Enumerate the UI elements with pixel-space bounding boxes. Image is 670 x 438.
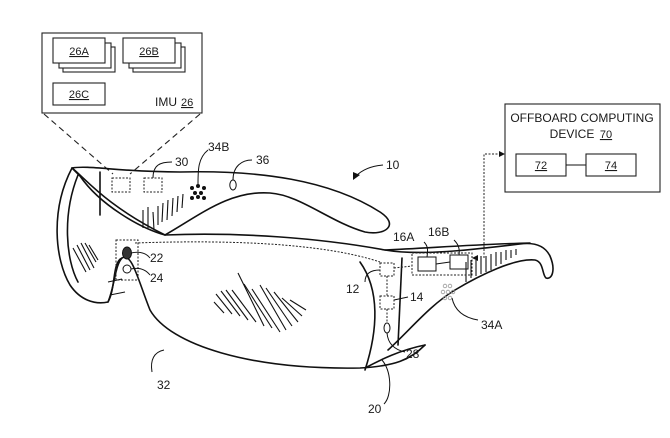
far-temple-inner-edge [71, 167, 166, 236]
nose-piece-line-1 [109, 291, 126, 296]
lead-34b [197, 149, 209, 185]
connector-12-16 [393, 265, 413, 269]
lead-22 [130, 251, 151, 259]
speaker-34b-icon [190, 184, 206, 200]
lead-28 [386, 332, 406, 353]
near-temple-arm [164, 233, 554, 351]
sensor-30-box [143, 177, 163, 193]
imu-component-26a: 26A [52, 37, 116, 73]
lead-34a [451, 297, 479, 321]
nose-piece [107, 257, 123, 303]
front-frame-edge [359, 261, 376, 371]
label-26c: 26C [69, 89, 89, 101]
label-24: 24 [150, 271, 164, 285]
lead-24 [130, 267, 151, 276]
offboard-box-border [504, 103, 661, 193]
wireless-link-line [483, 153, 502, 258]
lead-12 [364, 269, 381, 283]
near-temple-top-edge [384, 242, 531, 251]
connector-16a-16b [435, 261, 451, 265]
near-temple-hatching [465, 249, 517, 282]
lead-30 [152, 161, 173, 179]
lead-16b [453, 239, 460, 256]
pointer-arrow-10 [353, 172, 360, 180]
imu-component-26b: 26B [122, 37, 186, 73]
label-32: 32 [157, 378, 171, 392]
lens-hatching-center [213, 272, 307, 333]
sensor-36-icon [229, 179, 237, 191]
imu-callout-line-left [43, 113, 114, 175]
component-74-box [585, 153, 637, 177]
label-36: 36 [256, 153, 270, 167]
label-22: 22 [150, 251, 164, 265]
lens-outline [56, 167, 426, 369]
display-boundary-dotted [134, 241, 381, 263]
storage-16a-box [417, 256, 437, 272]
lead-10 [355, 164, 384, 177]
offboard-title-line1: OFFBOARD COMPUTING [510, 111, 653, 125]
nose-piece-line-2 [107, 278, 123, 283]
storage-module-box [411, 252, 473, 276]
imu-title: IMU [155, 95, 177, 109]
label-72: 72 [535, 160, 547, 172]
controller-12-box [379, 262, 395, 277]
link-arrow-to-offboard [499, 151, 505, 157]
label-20: 20 [368, 402, 382, 416]
sensor-14-box [379, 295, 395, 310]
imu-callout-line-right [129, 113, 201, 175]
offboard-ref: 70 [600, 129, 612, 141]
lead-20 [381, 359, 391, 405]
lead-32 [151, 349, 165, 373]
label-30: 30 [175, 155, 189, 169]
imu-ref: 26 [181, 97, 193, 109]
hinge-edge [397, 257, 403, 346]
label-74: 74 [605, 160, 617, 172]
label-10: 10 [386, 158, 400, 172]
camera-module-box [115, 239, 139, 281]
lens-left-inner-edge [66, 174, 79, 283]
lead-14 [393, 296, 409, 301]
label-16a: 16A [393, 230, 414, 244]
far-temple-hatching [142, 193, 184, 231]
frame-bottom-edge [364, 344, 426, 369]
lead-36 [232, 159, 253, 181]
far-temple-arm [71, 166, 391, 236]
label-12: 12 [346, 282, 360, 296]
label-16b: 16B [428, 225, 449, 239]
imu-location-box [111, 177, 131, 193]
camera-22-icon [122, 246, 132, 260]
sensor-24-icon [122, 264, 132, 274]
lens-hatching-left [72, 242, 99, 273]
link-arrow-from-storage [472, 255, 478, 261]
offboard-computing-device-box: OFFBOARD COMPUTING DEVICE 70 72 74 [504, 103, 661, 193]
reference-labels: 10 30 34B 36 22 24 12 14 28 16A 16B 34A … [150, 140, 502, 416]
speaker-34a-icon [440, 283, 456, 301]
label-34a: 34A [481, 318, 502, 332]
label-28: 28 [406, 347, 420, 361]
offboard-title-line2: DEVICE [550, 127, 595, 141]
imu-box: 26A 26B 26C IMU 26 [41, 32, 203, 114]
label-34b: 34B [208, 140, 229, 154]
imu-component-26c: 26C [52, 82, 106, 106]
label-14: 14 [410, 290, 424, 304]
label-26a: 26A [69, 46, 89, 58]
label-26b: 26B [139, 46, 159, 58]
lead-lines [130, 149, 479, 405]
sensor-28-icon [383, 322, 391, 334]
storage-16b-box [449, 254, 469, 270]
lead-16a [423, 241, 429, 258]
